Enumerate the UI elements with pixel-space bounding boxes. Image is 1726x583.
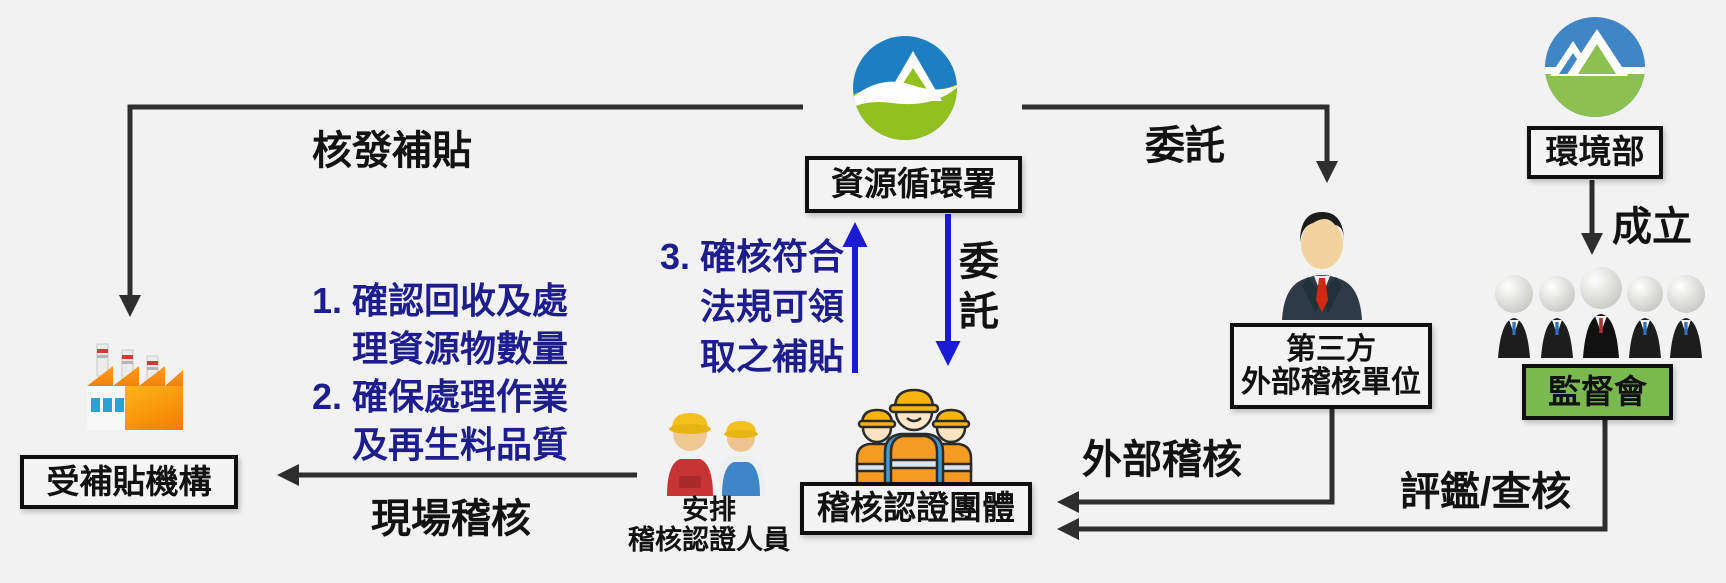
note-1-line2: 理資源物數量 [352, 328, 569, 369]
node-supervisory-board: 監督會 [1522, 364, 1673, 420]
node-env-ministry-label: 環境部 [1545, 133, 1645, 171]
node-supervisory-board-label: 監督會 [1548, 372, 1647, 410]
node-env-ministry: 環境部 [1527, 126, 1663, 179]
note-3-line3: 取之補貼 [700, 336, 845, 377]
label-delegate-third-party: 委託 [1145, 124, 1225, 168]
label-establish: 成立 [1612, 205, 1692, 249]
arrow-evaluate-check [1057, 420, 1608, 541]
label-delegate-down: 委託 [953, 240, 997, 340]
note-2-line2: 及再生料品質 [352, 424, 569, 465]
note-1-line1: 1. 確認回收及處 [312, 280, 569, 321]
arrow-external-audit [1057, 408, 1335, 514]
note-2: 2. 確保處理作業 及再生料品質 [312, 373, 568, 469]
caption-arrange-line1: 安排 [682, 495, 736, 525]
note-3-line1: 3. 確核符合 [660, 236, 845, 277]
businessman-icon [1282, 212, 1362, 320]
arrow-issue-subsidy [119, 104, 803, 317]
arrow-delegate-third-party [1022, 104, 1339, 183]
note-2-line1: 2. 確保處理作業 [312, 376, 569, 417]
label-issue-subsidy: 核發補貼 [312, 129, 472, 173]
workers-trio-icon [855, 388, 973, 484]
node-third-party-line1: 第三方 [1286, 333, 1376, 366]
node-audit-group: 稽核認證團體 [800, 482, 1032, 535]
moenv-logo [1545, 17, 1645, 117]
caption-arrange: 安排 稽核認證人員 [620, 495, 798, 555]
note-1: 1. 確認回收及處 理資源物數量 [312, 277, 568, 373]
node-subsidized-org-label: 受補貼機構 [46, 462, 212, 500]
node-recycling-admin: 資源循環署 [805, 156, 1022, 213]
node-third-party: 第三方 外部稽核單位 [1230, 323, 1432, 409]
label-external-audit: 外部稽核 [1082, 438, 1242, 482]
caption-arrange-line2: 稽核認證人員 [628, 525, 790, 555]
note-3: 3. 確核符合 法規可領 取之補貼 [660, 232, 844, 382]
committee-icon [1495, 267, 1705, 358]
node-recycling-admin-label: 資源循環署 [831, 165, 996, 203]
node-third-party-line2: 外部稽核單位 [1241, 366, 1421, 399]
workers-pair-icon [660, 413, 766, 496]
recycling-admin-logo [853, 36, 957, 140]
node-subsidized-org: 受補貼機構 [20, 455, 238, 509]
factory-icon [87, 343, 183, 430]
label-evaluate-check: 評鑑/查核 [1400, 470, 1572, 514]
note-3-line2: 法規可領 [700, 286, 845, 327]
label-onsite-audit: 現場稽核 [371, 497, 531, 541]
node-audit-group-label: 稽核認證團體 [817, 489, 1015, 527]
